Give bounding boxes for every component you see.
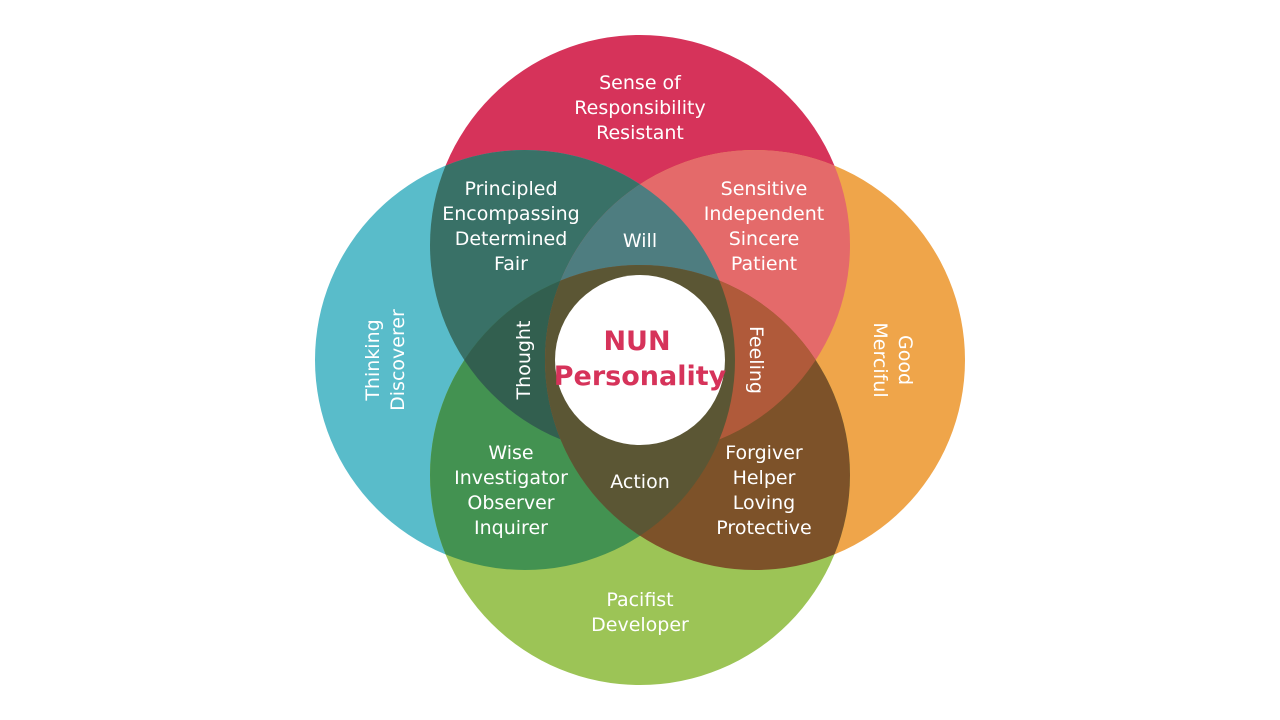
overlap-action <box>545 265 735 570</box>
bottom-right-label-3: Loving <box>733 492 796 514</box>
bottom-left-label-1: Wise <box>488 442 533 464</box>
right-label-1: Good <box>894 335 916 385</box>
overlap-thought <box>430 265 735 455</box>
top-left-label-4: Fair <box>494 253 528 275</box>
top-left-label-3: Determined <box>455 228 568 250</box>
bottom-left-label-2: Investigator <box>454 467 568 489</box>
will-label: Will <box>623 230 657 252</box>
top-right-label-4: Patient <box>731 253 797 275</box>
center-disc <box>555 275 725 445</box>
top-label-1: Sense of <box>599 72 682 94</box>
top-right-label-2: Independent <box>704 203 824 225</box>
top-left-label-2: Encompassing <box>442 203 580 225</box>
bottom-label-1: Pacifist <box>606 589 673 611</box>
right-label-2: Merciful <box>869 322 891 397</box>
overlap-feeling <box>545 265 850 455</box>
bottom-right-label-2: Helper <box>733 467 796 489</box>
bottom-left-label-4: Inquirer <box>474 517 548 539</box>
bottom-right-label-1: Forgiver <box>725 442 803 464</box>
left-label-1: Thinking <box>362 319 384 401</box>
bottom-right-label-4: Protective <box>716 517 811 539</box>
feeling-label: Feeling <box>745 326 767 394</box>
overlap-will <box>545 150 735 455</box>
bottom-left-label-3: Observer <box>467 492 554 514</box>
top-label-3: Resistant <box>596 122 684 144</box>
top-left-label-1: Principled <box>464 178 557 200</box>
left-label-2: Discoverer <box>387 309 409 411</box>
center-title-line2: Personality <box>554 361 727 392</box>
thought-label: Thought <box>513 321 535 401</box>
top-right-label-1: Sensitive <box>721 178 808 200</box>
center-title-line1: NUN <box>603 326 670 357</box>
top-right-label-3: Sincere <box>729 228 800 250</box>
bottom-label-2: Developer <box>591 614 689 636</box>
action-label: Action <box>610 471 670 493</box>
top-label-2: Responsibility <box>574 97 705 119</box>
